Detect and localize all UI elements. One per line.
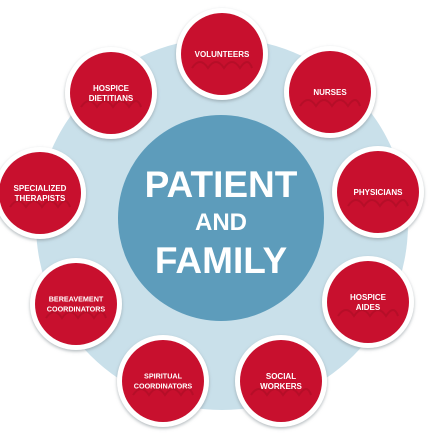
role-label: PHYSICIANS bbox=[354, 188, 404, 197]
role-node-nurses: NURSES bbox=[284, 46, 376, 138]
role-label: HOSPICE bbox=[93, 84, 130, 93]
role-node-disc bbox=[0, 152, 81, 234]
role-label: BEREAVEMENT bbox=[49, 295, 104, 304]
role-label: COORDINATORS bbox=[47, 305, 106, 314]
heart-pattern-icon bbox=[45, 311, 107, 320]
role-nodes: VOLUNTEERSNURSESPHYSICIANSHOSPICEAIDESSO… bbox=[0, 8, 424, 427]
role-node-disc bbox=[181, 13, 263, 95]
role-label: COORDINATORS bbox=[134, 382, 193, 391]
center-text-line-3: FAMILY bbox=[155, 240, 288, 281]
role-node-disc bbox=[122, 340, 204, 422]
center-circle bbox=[118, 115, 324, 321]
role-label: AIDES bbox=[356, 303, 381, 312]
role-node-disc bbox=[337, 151, 419, 233]
heart-pattern-icon bbox=[9, 200, 71, 209]
role-label: SPECIALIZED bbox=[14, 184, 67, 193]
role-label: NURSES bbox=[313, 88, 347, 97]
role-node-physicians: PHYSICIANS bbox=[332, 146, 424, 238]
role-label: WORKERS bbox=[260, 382, 302, 391]
role-label: HOSPICE bbox=[350, 293, 387, 302]
role-label: SPIRITUAL bbox=[144, 372, 183, 381]
heart-pattern-icon bbox=[250, 388, 312, 397]
center-text-line-2: AND bbox=[195, 209, 247, 236]
role-node-disc bbox=[70, 52, 152, 134]
role-node-disc bbox=[289, 51, 371, 133]
role-label: VOLUNTEERS bbox=[195, 50, 250, 59]
heart-pattern-icon bbox=[337, 309, 399, 318]
heart-pattern-icon bbox=[80, 100, 142, 109]
role-node-volunteers: VOLUNTEERS bbox=[176, 8, 268, 100]
center-text-line-1: PATIENT bbox=[145, 164, 298, 205]
role-label: THERAPISTS bbox=[15, 194, 66, 203]
heart-pattern-icon bbox=[347, 199, 409, 208]
heart-pattern-icon bbox=[299, 99, 361, 108]
role-label: DIETITIANS bbox=[89, 94, 134, 103]
role-node-disc bbox=[240, 340, 322, 422]
role-label: SOCIAL bbox=[266, 372, 296, 381]
heart-pattern-icon bbox=[132, 388, 194, 397]
role-node-disc bbox=[35, 263, 117, 345]
heart-pattern-icon bbox=[191, 61, 253, 70]
role-node-disc bbox=[327, 261, 409, 343]
